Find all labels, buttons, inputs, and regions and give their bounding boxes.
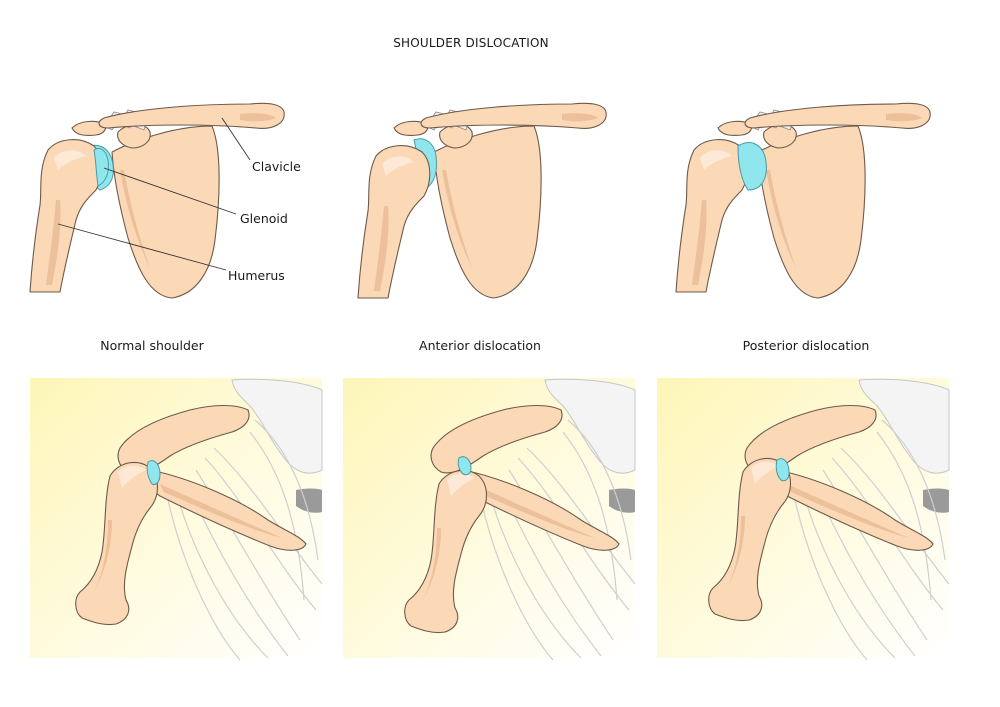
label-glenoid: Glenoid — [240, 211, 288, 226]
diagram-title: SHOULDER DISLOCATION — [393, 36, 549, 50]
label-humerus: Humerus — [228, 268, 285, 283]
humerus — [29, 139, 103, 293]
glenoid-surface — [93, 147, 109, 187]
normal-shoulder-front-view — [29, 102, 285, 299]
anterior-dislocation-side-view — [343, 378, 636, 661]
caption-normal: Normal shoulder — [100, 338, 204, 353]
glenoid-cartilage — [737, 142, 767, 191]
caption-anterior: Anterior dislocation — [419, 338, 541, 353]
humerus-leader — [57, 223, 227, 271]
posterior-dislocation-front-view — [675, 102, 931, 299]
caption-posterior: Posterior dislocation — [743, 338, 870, 353]
clavicle-leader — [221, 117, 251, 161]
scapula — [717, 102, 931, 299]
glenoid-cartilage — [457, 456, 472, 476]
label-clavicle: Clavicle — [252, 159, 301, 174]
normal-shoulder-side-view — [30, 378, 323, 661]
glenoid-cartilage — [146, 460, 161, 485]
glenoid-leader — [103, 167, 237, 215]
humerus — [357, 145, 431, 299]
anterior-dislocation-front-view — [357, 102, 607, 299]
humerus — [675, 139, 749, 293]
glenoid-cartilage — [775, 458, 790, 482]
scapula — [393, 102, 607, 299]
posterior-dislocation-side-view — [657, 378, 950, 661]
